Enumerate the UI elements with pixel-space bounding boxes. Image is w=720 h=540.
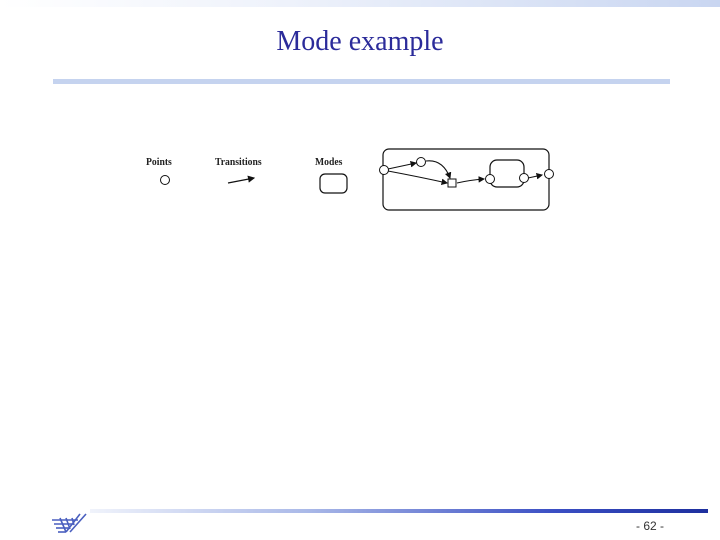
page-number: - 62 - (635, 519, 664, 533)
top-gradient-bar (0, 0, 720, 7)
transition-entry-to-middle (387, 170, 449, 186)
title-underline (53, 79, 670, 84)
legend-transitions-label: Transitions (215, 156, 262, 168)
mode-example-figure: Points Transitions Modes (140, 143, 560, 218)
figure-graphics (160, 148, 554, 211)
inner-entry-point (485, 174, 495, 184)
footer-gradient-bar (90, 509, 708, 513)
transition-entry-to-upper (387, 160, 418, 170)
legend-mode-symbol (319, 173, 348, 194)
middle-point (447, 178, 457, 188)
inner-mode (489, 159, 525, 188)
legend-transition-symbol (227, 175, 256, 184)
transition-upper-to-middle (425, 160, 452, 180)
transition-middle-to-inner (456, 176, 486, 184)
slide-title: Mode example (276, 26, 444, 57)
university-logo-icon (52, 513, 87, 533)
exit-point (544, 169, 554, 179)
legend-point-symbol (160, 175, 170, 185)
legend-points-label: Points (146, 156, 172, 168)
entry-point (379, 165, 389, 175)
legend-modes-label: Modes (315, 156, 343, 168)
inner-exit-point (519, 173, 529, 183)
transition-inner-to-exit (527, 172, 544, 180)
upper-point (416, 157, 426, 167)
